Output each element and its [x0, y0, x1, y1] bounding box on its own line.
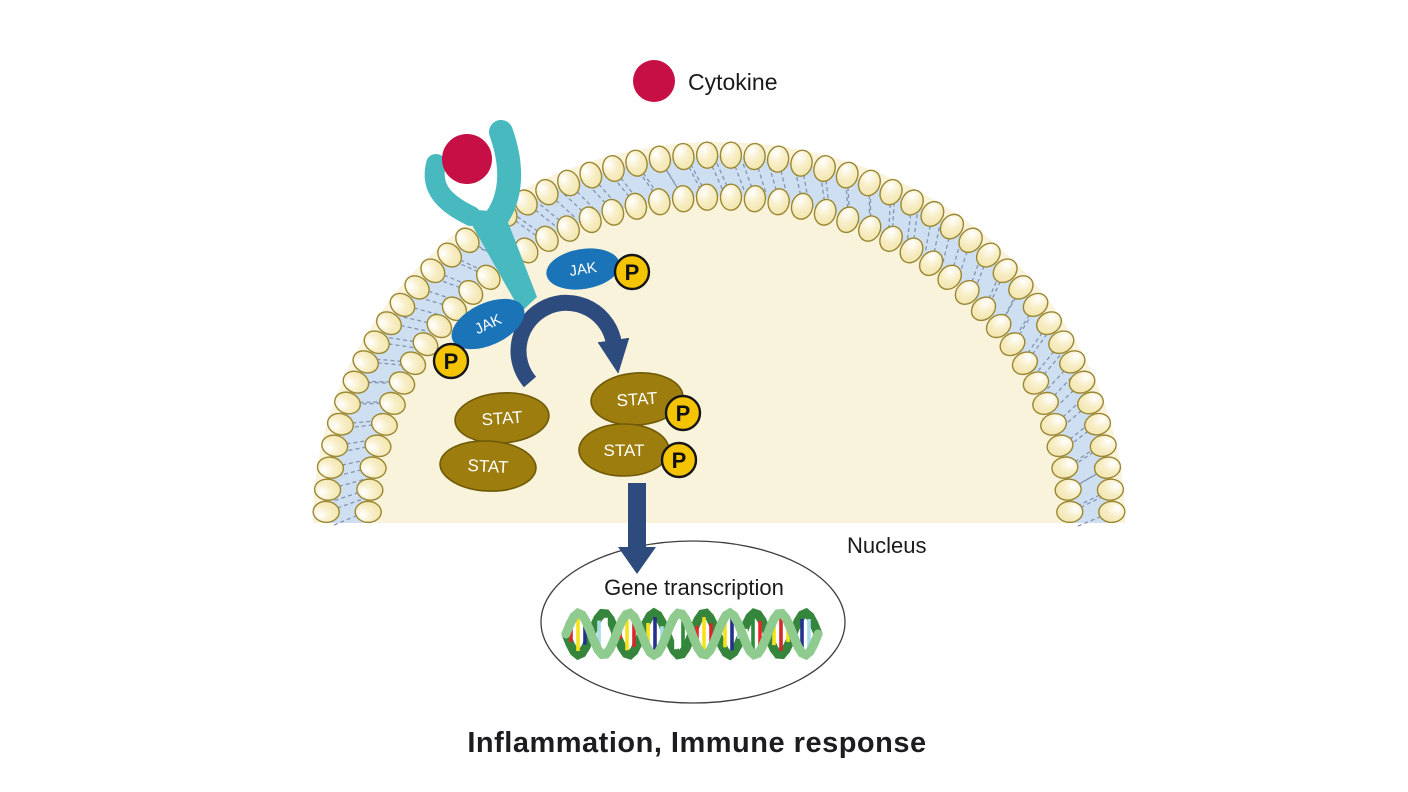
cytokine-legend-dot [633, 60, 675, 102]
cytokine-ligand [442, 134, 492, 184]
jak-left: JAK [451, 298, 525, 350]
legend: Cytokine [633, 60, 777, 102]
stat-label: STAT [481, 408, 523, 430]
phosphate-label: P [676, 401, 691, 426]
receptor-left-arm [424, 154, 481, 226]
phosphate-badge [613, 253, 651, 291]
figure-title: Inflammation, Immune response [467, 727, 926, 759]
receptor-stem [463, 209, 537, 312]
phosphate-jak-right: P [613, 253, 651, 291]
phosphate-badge [660, 441, 698, 479]
stat-label: STAT [467, 456, 509, 477]
cytokine-receptor [424, 120, 537, 312]
stat-dimer-phosphorylated: STAT P STAT P [578, 372, 702, 479]
jak-right-oval [546, 248, 620, 290]
phosphate-jak-left: P [432, 342, 470, 380]
cytokine-legend-label: Cytokine [688, 69, 777, 95]
stat-dimer-inactive: STAT STAT [439, 392, 550, 492]
stat-label: STAT [604, 441, 645, 460]
stat-oval [439, 440, 537, 492]
phosphate-badge [432, 342, 470, 380]
phosphate-label: P [672, 448, 687, 473]
lipid-heads [312, 141, 1126, 524]
jak-right: JAK [546, 248, 620, 290]
gene-transcription-label: Gene transcription [604, 575, 784, 600]
phosphate-label: P [625, 260, 640, 285]
phosphate-stat-upper: P [664, 394, 702, 432]
dna-helix-illustration [561, 607, 823, 661]
nucleus-label: Nucleus [847, 533, 926, 558]
receptor-right-arm [480, 120, 522, 236]
phosphorylation-arrow [510, 294, 630, 388]
jak-left-oval [451, 298, 525, 350]
stat-label: STAT [616, 389, 658, 411]
phosphate-stat-lower: P [660, 441, 698, 479]
phosphate-badge [664, 394, 702, 432]
jak-right-label: JAK [568, 259, 598, 280]
nucleus: Gene transcription [540, 540, 846, 704]
phosphate-label: P [444, 349, 459, 374]
nuclear-translocation-arrow [618, 483, 656, 574]
